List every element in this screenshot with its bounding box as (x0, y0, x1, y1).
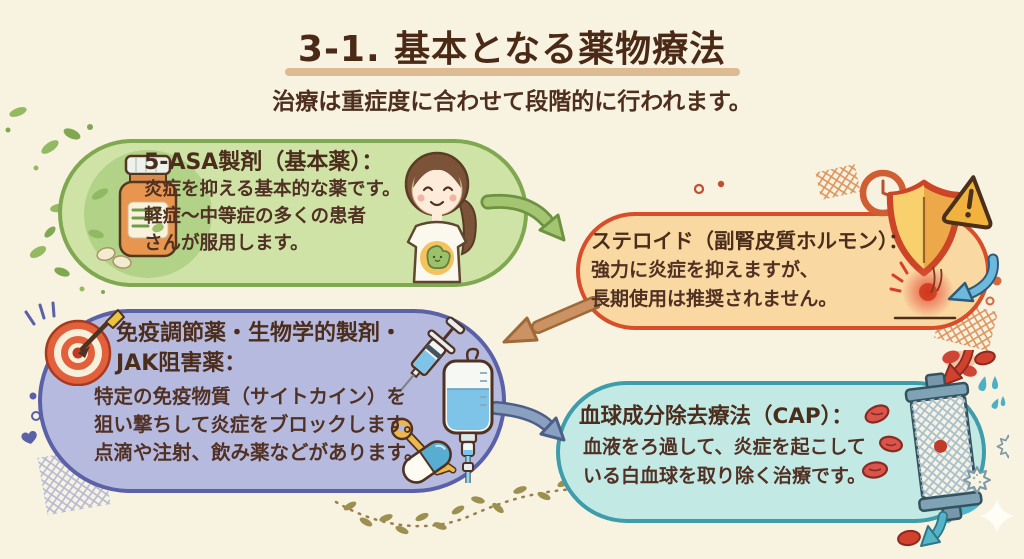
pill-bottle-icon (84, 150, 212, 278)
smile (429, 200, 445, 207)
flow-arrow-2-to-3 (502, 296, 600, 344)
target-arrow-icon (44, 309, 125, 386)
capsule-icon (402, 440, 452, 484)
flow-arrow-1-to-2 (480, 193, 566, 242)
arrow-fletching (105, 309, 125, 329)
page-title: 3-1. 基本となる薬物療法 (297, 29, 727, 70)
pain-lines (889, 261, 909, 293)
white-blood-cells-icon (963, 434, 1009, 494)
step-bubble-immuno (38, 309, 506, 493)
red-blood-cells-icon (861, 404, 903, 479)
drop-icon (992, 376, 998, 389)
red-blood-cell-icon (974, 350, 996, 366)
syringe-icon (398, 316, 466, 393)
inflammation-icon (889, 261, 957, 320)
step-title-cap: 血球成分除去療法（CAP）： (579, 404, 853, 429)
blood-outflow-arrow (897, 511, 948, 547)
red-blood-cell-icon (942, 350, 960, 364)
leaf-icon (88, 229, 104, 239)
crosshatch-orange (815, 164, 861, 200)
step-title-steroid: ステロイド（副腎皮質ホルモン）： (591, 229, 909, 253)
apheresis-column-icon (861, 350, 1009, 547)
step-title-immuno: 免疫調節薬・生物学的製剤・ JAK阻害薬： (116, 321, 403, 376)
leaf-icon (91, 188, 109, 200)
red-blood-cell-icon (897, 529, 921, 547)
patient-woman-icon (404, 151, 477, 284)
curved-arrow-icon (947, 253, 999, 303)
step-body-steroid: 強力に炎症を抑えますが、 長期使用は推奨されません。 (591, 259, 838, 310)
blood-inflow-arrow (940, 350, 996, 387)
iv-drip-icon (442, 347, 494, 483)
sparkle-icon (980, 499, 1014, 533)
tablet-pills-icon (112, 255, 132, 269)
step-body-5asa: 炎症を抑える基本的な薬です。 軽症〜中等症の多くの患者 さんが服用します。 (144, 179, 401, 254)
capsule-key-icon (390, 417, 457, 484)
motion-lines (24, 301, 56, 326)
drop-icon (991, 398, 999, 409)
drop-icon (978, 376, 987, 391)
hanger-hook (465, 347, 480, 362)
eyes (422, 186, 454, 192)
leaf-decorations-top-left (5, 107, 105, 294)
step-body-immuno: 特定の免疫物質（サイトカイン）を 狙い撃ちして炎症をブロックします。 点滴や注射… (94, 385, 424, 464)
tablet-pills-icon (96, 247, 116, 261)
heart-icon (21, 431, 37, 444)
step-title-5asa: 5-ASA製剤（基本薬）： (144, 150, 384, 175)
step-body-cap: 血液をろ過して、炎症を起こして いる白血球を取り除く治療です。 (583, 436, 867, 487)
shield-protection-icons (859, 169, 999, 320)
ponytail (457, 198, 477, 256)
filter-column (904, 372, 983, 522)
flow-arrow-3-to-4 (489, 401, 566, 442)
warning-triangle-icon (941, 175, 993, 230)
drop-icon (1000, 396, 1006, 406)
page-subtitle: 治療は重症度に合わせて段階的に行われます。 (272, 89, 752, 115)
title-underline (285, 68, 740, 76)
